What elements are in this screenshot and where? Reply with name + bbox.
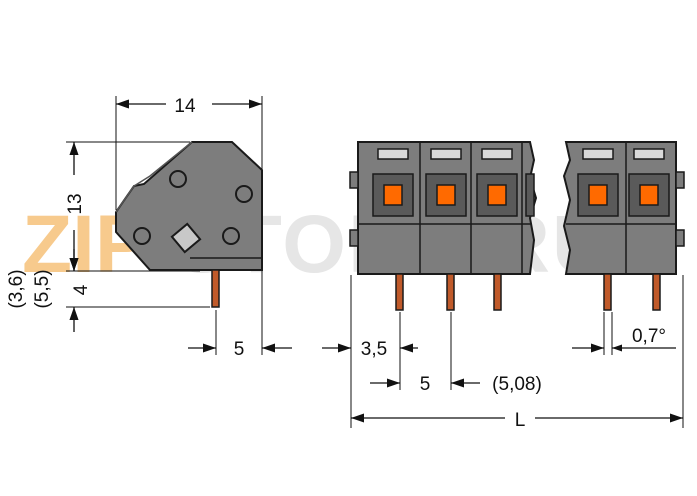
screw-hole (169, 170, 187, 188)
solder-pin (493, 273, 502, 311)
dim-pin-width: 0,7° (632, 326, 666, 347)
dim-pin-length-alt-a: (3,6) (6, 269, 27, 308)
push-button (436, 184, 456, 206)
screw-hole (133, 227, 151, 245)
solder-pin-side (211, 269, 220, 308)
dim-total-length: L (515, 410, 526, 431)
solder-pin (395, 273, 404, 311)
dim-pin-length: 4 (71, 284, 92, 295)
wire-entry (170, 222, 202, 254)
solder-pin (603, 273, 612, 311)
dim-pin-length-alt-b: (5,5) (32, 269, 53, 308)
terminal-housing-side (115, 141, 263, 271)
side-latch (349, 229, 359, 247)
push-button (487, 184, 507, 206)
screw-hole (235, 185, 253, 203)
push-button (588, 184, 608, 206)
test-slot (430, 148, 462, 160)
clamp-opening-partial (525, 173, 535, 217)
dim-pitch-alt: (5,08) (492, 374, 542, 395)
dim-pin-offset-side: 5 (234, 339, 245, 360)
test-slot (633, 148, 665, 160)
dim-width-top: 14 (174, 96, 196, 117)
front-view: 3,5 5 (5,08) 0,7° L (322, 141, 685, 431)
screw-hole (222, 227, 240, 245)
test-slot (481, 148, 513, 160)
solder-pin (446, 273, 455, 311)
housing-edge (115, 141, 193, 213)
dim-first-pin-offset: 3,5 (361, 339, 387, 360)
side-latch (349, 171, 359, 189)
push-button (383, 184, 403, 206)
solder-pin (652, 273, 661, 311)
push-button (639, 184, 659, 206)
test-slot (582, 148, 614, 160)
side-latch (675, 229, 685, 247)
arrowhead (612, 344, 622, 352)
side-latch (675, 171, 685, 189)
test-slot (377, 148, 409, 160)
dim-height-side: 13 (65, 193, 86, 214)
side-view: 14 13 4 (3,6) (5,5) 5 (6, 96, 292, 360)
dim-pitch: 5 (420, 374, 431, 395)
